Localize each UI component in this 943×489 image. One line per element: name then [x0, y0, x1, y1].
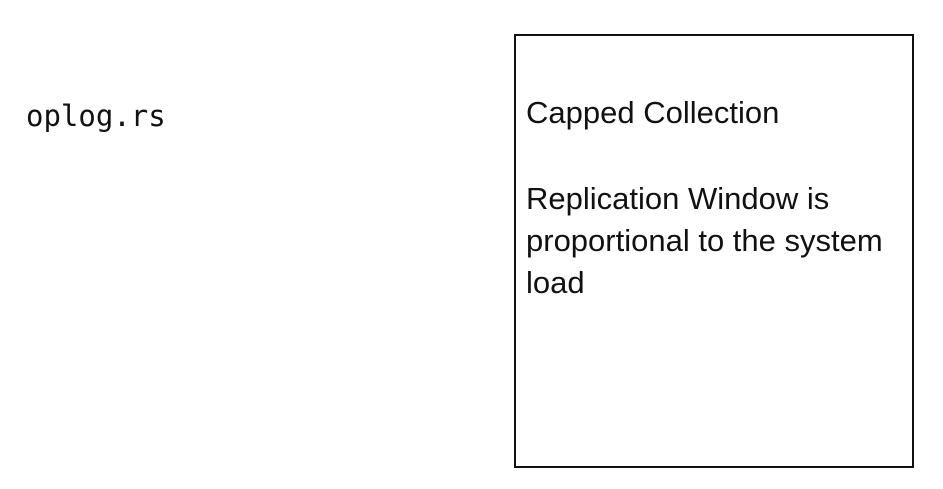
oplog-label: oplog.rs — [26, 99, 166, 133]
box-content: Capped Collection Replication Window is … — [526, 92, 906, 304]
capped-collection-box: Capped Collection Replication Window is … — [514, 34, 914, 468]
box-title: Capped Collection — [526, 95, 780, 130]
box-description: Replication Window is proportional to th… — [526, 181, 883, 300]
